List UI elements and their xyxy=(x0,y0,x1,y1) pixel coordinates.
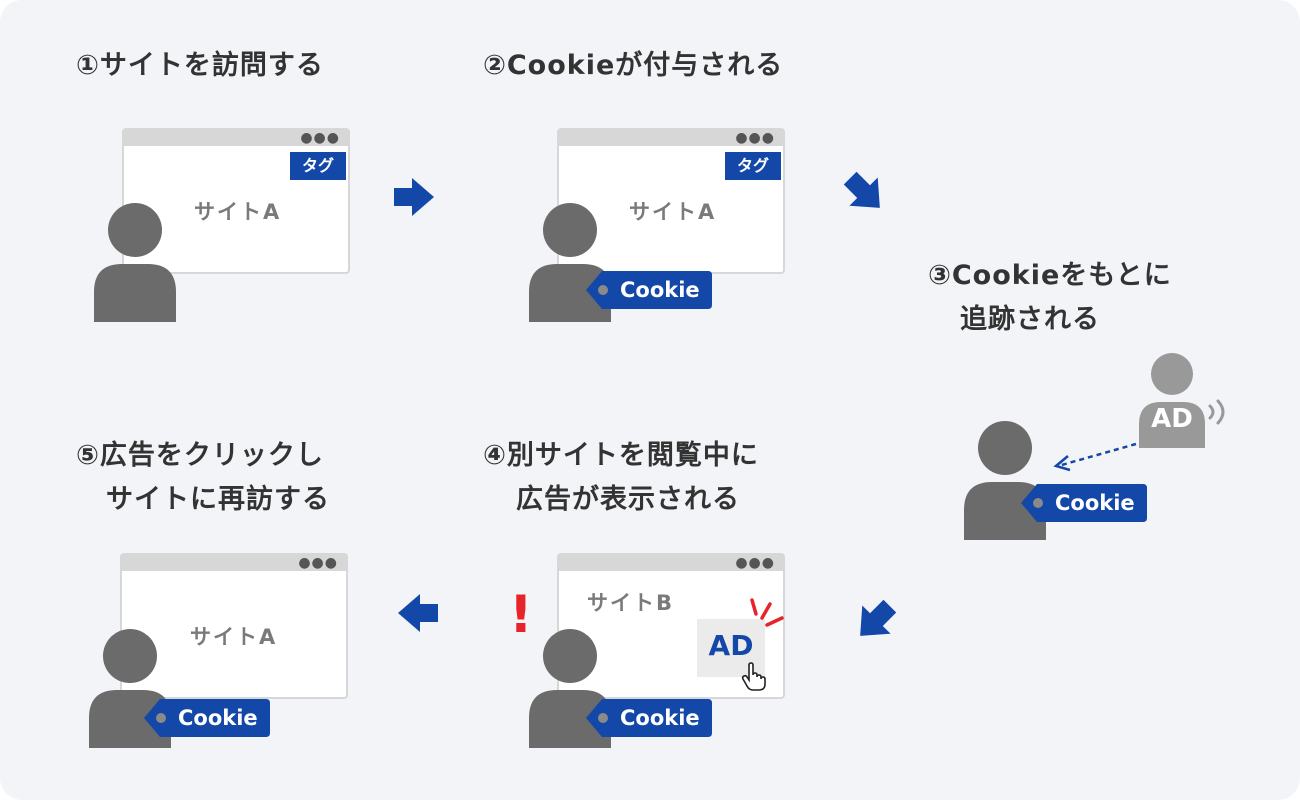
browser-menu-dots: ●●● xyxy=(735,130,775,146)
person-icon xyxy=(94,203,176,322)
cookie-label: Cookie xyxy=(620,278,700,302)
browser-menu-dots: ●●● xyxy=(300,130,340,146)
cookie-tag: Cookie xyxy=(586,271,712,309)
advertiser-person-icon xyxy=(1139,353,1205,448)
tag-badge: タグ xyxy=(725,152,781,180)
cookie-label: Cookie xyxy=(620,706,700,730)
ad-label: AD xyxy=(1151,404,1193,434)
tag-badge: タグ xyxy=(290,152,346,180)
arrow-right-icon xyxy=(394,178,434,216)
step2-browser-window: ●●● サイトA タグ xyxy=(557,128,785,274)
step4-title-line1: ④別サイトを閲覧中に xyxy=(483,440,759,471)
step5-title-line1: ⑤広告をクリックし xyxy=(76,440,324,471)
browser-titlebar xyxy=(559,130,783,146)
ad-banner-label: AD xyxy=(708,629,754,662)
step5-browser-window: ●●● サイトA xyxy=(120,553,348,699)
hand-pointer-icon xyxy=(741,662,766,691)
step5-title-line2: サイトに再訪する xyxy=(106,484,330,515)
person-icon xyxy=(529,629,611,748)
cookie-tag-icon xyxy=(1021,484,1147,522)
cookie-label: Cookie xyxy=(178,706,258,730)
cookie-label: Cookie xyxy=(1055,491,1135,515)
browser-menu-dots: ●●● xyxy=(735,555,775,571)
arrow-down-left-icon xyxy=(860,599,897,636)
browser-menu-dots: ●●● xyxy=(298,555,338,571)
browser-titlebar xyxy=(559,555,783,571)
cookie-tag: Cookie xyxy=(144,699,270,737)
browser-titlebar xyxy=(122,555,346,571)
cookie-tag-icon xyxy=(586,271,712,309)
arrow-down-right-icon xyxy=(843,171,880,208)
step3-title-line2: 追跡される xyxy=(960,304,1100,335)
step1-title: ①サイトを訪問する xyxy=(76,50,324,81)
cookie-tag-icon xyxy=(586,699,712,737)
step1-browser-window: ●●● サイトA タグ xyxy=(122,128,350,274)
signal-waves-icon xyxy=(1208,399,1225,425)
browser-titlebar xyxy=(124,130,348,146)
tracking-arrow-icon xyxy=(1053,442,1137,472)
person-icon xyxy=(529,203,611,322)
step4-title-line2: 広告が表示される xyxy=(516,484,740,515)
cookie-tag-icon xyxy=(144,699,270,737)
person-icon xyxy=(89,629,171,748)
cookie-tag: Cookie xyxy=(1021,484,1147,522)
site-a-label: サイトA xyxy=(629,200,717,224)
site-a-label: サイトA xyxy=(190,625,278,649)
ad-highlight-burst-icon xyxy=(750,598,784,627)
step4-browser-window: ●●● サイトB AD xyxy=(557,553,785,699)
arrow-left-icon xyxy=(398,594,438,632)
alert-exclamation: ! xyxy=(509,585,533,645)
site-b-label: サイトB xyxy=(587,591,675,615)
step2-title: ②Cookieが付与される xyxy=(483,50,784,81)
cookie-tag: Cookie xyxy=(586,699,712,737)
person-icon xyxy=(964,421,1046,540)
site-a-label: サイトA xyxy=(194,200,282,224)
step3-title-line1: ③Cookieをもとに xyxy=(928,260,1172,291)
